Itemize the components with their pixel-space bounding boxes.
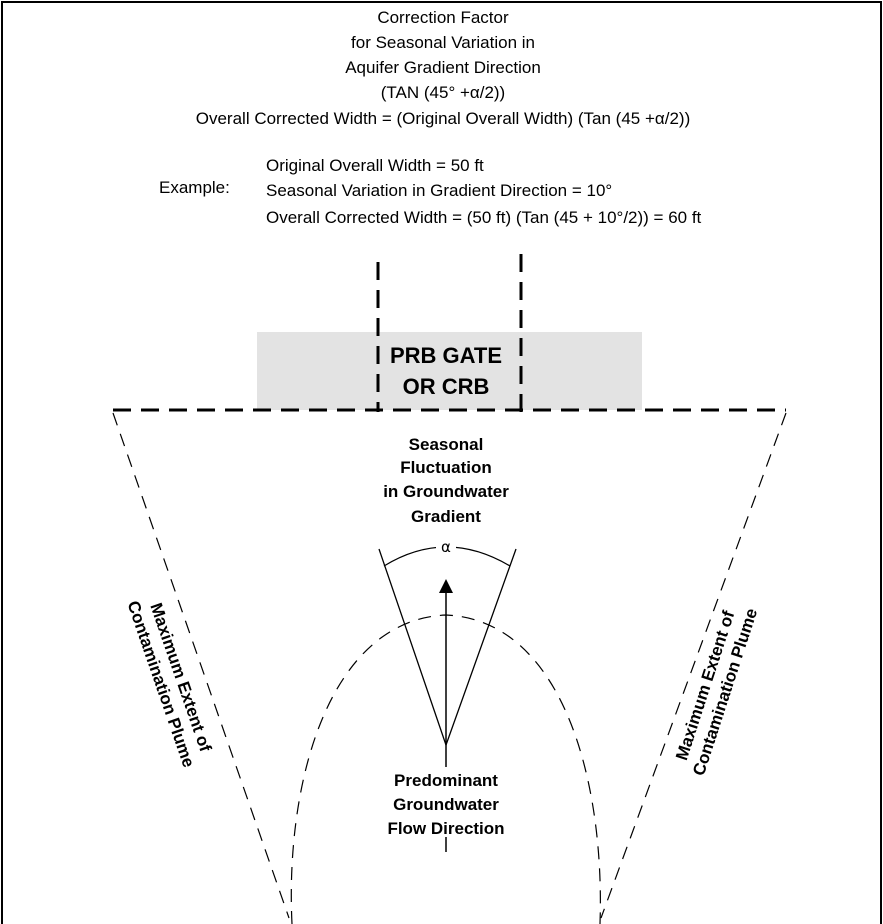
seasonal-line-1: Seasonal xyxy=(409,435,484,454)
example-line-2: Seasonal Variation in Gradient Direction… xyxy=(266,181,612,200)
seasonal-line-2: Fluctuation xyxy=(400,458,492,477)
flow-line-2: Groundwater xyxy=(393,795,499,814)
flow-line-3: Flow Direction xyxy=(387,819,504,838)
plume-label-right: Maximum Extent of Contamination Plume xyxy=(672,606,761,778)
header-formula: Overall Corrected Width = (Original Over… xyxy=(196,109,690,128)
plume-right-boundary xyxy=(600,412,787,919)
gradient-range-right xyxy=(445,548,517,746)
example-line-3: Overall Corrected Width = (50 ft) (Tan (… xyxy=(266,208,702,227)
angle-label-backdrop xyxy=(436,537,456,555)
header-line-4: (TAN (45° +α/2)) xyxy=(381,83,505,102)
seasonal-line-4: Gradient xyxy=(411,507,481,526)
header-block: Correction Factor for Seasonal Variation… xyxy=(196,8,690,128)
example-line-1: Original Overall Width = 50 ft xyxy=(266,156,484,175)
gate-box xyxy=(257,332,642,410)
header-line-3: Aquifer Gradient Direction xyxy=(345,58,541,77)
example-block: Example: Original Overall Width = 50 ft … xyxy=(159,156,702,227)
flow-line-1: Predominant xyxy=(394,771,498,790)
seasonal-fluctuation-label: Seasonal Fluctuation in Groundwater Grad… xyxy=(383,435,509,526)
example-label: Example: xyxy=(159,178,230,197)
flow-direction-label: Predominant Groundwater Flow Direction xyxy=(384,767,508,838)
header-line-2: for Seasonal Variation in xyxy=(351,33,535,52)
header-line-1: Correction Factor xyxy=(377,8,509,27)
seasonal-line-3: in Groundwater xyxy=(383,482,509,501)
angle-alpha-label: α xyxy=(441,538,451,556)
plume-left-boundary xyxy=(112,412,290,919)
gradient-range-left xyxy=(378,548,447,746)
gate-label-line-1: PRB GATE xyxy=(390,343,502,368)
gate-label-line-2: OR CRB xyxy=(403,374,490,399)
flow-label-backdrop xyxy=(384,767,508,837)
plume-label-left: Maximum Extent of Contamination Plume xyxy=(123,598,215,769)
